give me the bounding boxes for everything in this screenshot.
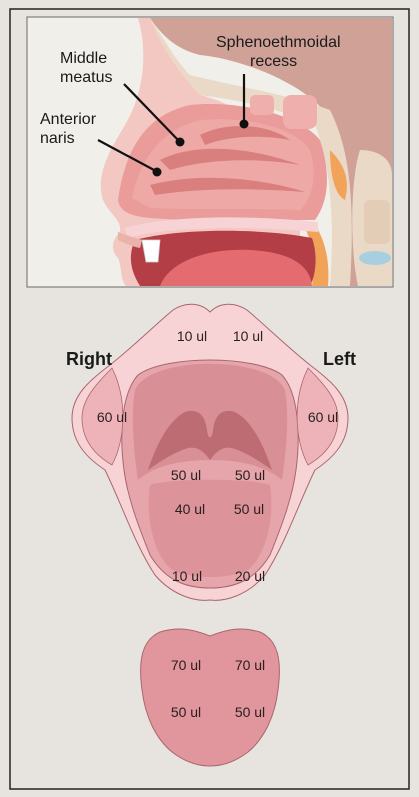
middle-meatus-label-line2: meatus xyxy=(60,69,112,86)
volume-lower-lip-left: 20 ul xyxy=(235,568,265,584)
sphenoid-sinus xyxy=(283,95,317,129)
lower-oral-region xyxy=(149,480,272,577)
vertebral-body xyxy=(364,200,390,244)
volume-upper-lip-right: 10 ul xyxy=(177,328,207,344)
side-label-left: Left xyxy=(323,349,356,369)
volume-upper-lip-left: 10 ul xyxy=(233,328,263,344)
volume-cheek-left: 60 ul xyxy=(308,409,338,425)
volume-lower-lip-right: 10 ul xyxy=(172,568,202,584)
tongue-volume-lower-right: 50 ul xyxy=(171,704,201,720)
anterior-naris-label-line1: Anterior xyxy=(40,111,97,128)
middle-meatus-dot xyxy=(176,138,185,147)
nasal-anatomy-panel: Sphenoethmoidal recess Middle meatus Ant… xyxy=(27,17,393,287)
sphenoethmoidal-label-line1: Sphenoethmoidal xyxy=(216,34,341,51)
vertebral-disc xyxy=(359,251,391,265)
sphenoethmoidal-label-line2: recess xyxy=(250,53,297,70)
volume-cheek-right: 60 ul xyxy=(97,409,127,425)
middle-meatus-label-line1: Middle xyxy=(60,50,107,67)
tongue-volume-upper-left: 70 ul xyxy=(235,657,265,673)
volume-mid-right: 40 ul xyxy=(175,501,205,517)
sphenoethmoidal-dot xyxy=(240,120,249,129)
ethmoid-sinus xyxy=(250,95,274,115)
tongue-volume-lower-left: 50 ul xyxy=(235,704,265,720)
tongue-volume-upper-right: 70 ul xyxy=(171,657,201,673)
volume-palate-left: 50 ul xyxy=(235,467,265,483)
anterior-naris-label-line2: naris xyxy=(40,130,75,147)
volume-mid-left: 50 ul xyxy=(234,501,264,517)
side-label-right: Right xyxy=(66,349,112,369)
volume-palate-right: 50 ul xyxy=(171,467,201,483)
anterior-naris-dot xyxy=(153,168,162,177)
